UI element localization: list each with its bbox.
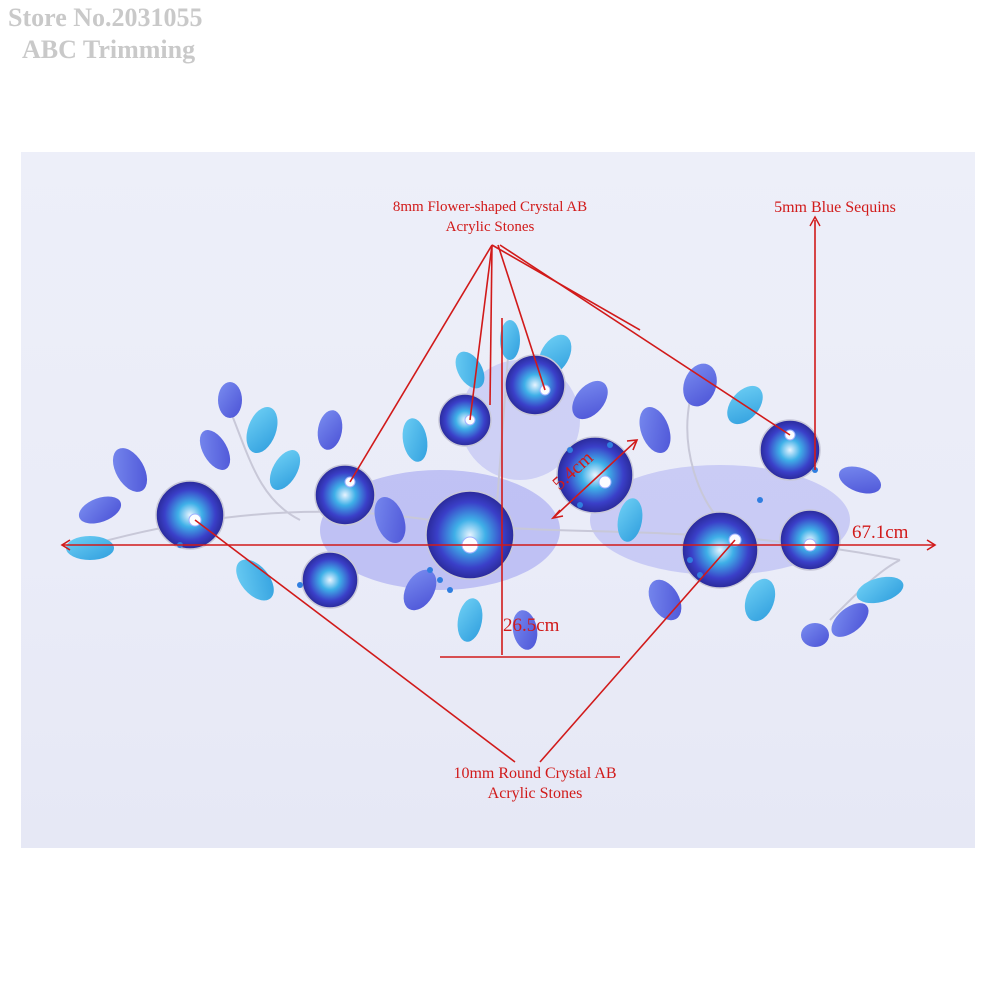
store-watermark: Store No.2031055 ABC Trimming [8, 2, 203, 66]
width-dimension-label: 67.1cm [852, 522, 909, 543]
store-number: Store No.2031055 [8, 3, 203, 32]
sequins-label: 5mm Blue Sequins [760, 198, 910, 218]
blue-sequins [177, 442, 818, 593]
round-stones-line2: Acrylic Stones [487, 785, 583, 802]
round-stones-line1: 10mm Round Crystal AB [453, 765, 617, 782]
height-dimension-label: 26.5cm [503, 615, 560, 636]
applique-roses [155, 354, 841, 609]
annotation-lines [60, 215, 937, 763]
flower-stones-line2: Acrylic Stones [445, 219, 535, 235]
applique-leaves [66, 320, 904, 650]
flower-stones-line1: 8mm Flower-shaped Crystal AB [392, 199, 588, 215]
brand-name: ABC Trimming [22, 35, 196, 64]
round-stones-label: 10mm Round Crystal AB Acrylic Stones [420, 764, 650, 804]
flower-stones-label: 8mm Flower-shaped Crystal AB Acrylic Sto… [380, 197, 600, 237]
sequins-line1: 5mm Blue Sequins [774, 199, 896, 216]
